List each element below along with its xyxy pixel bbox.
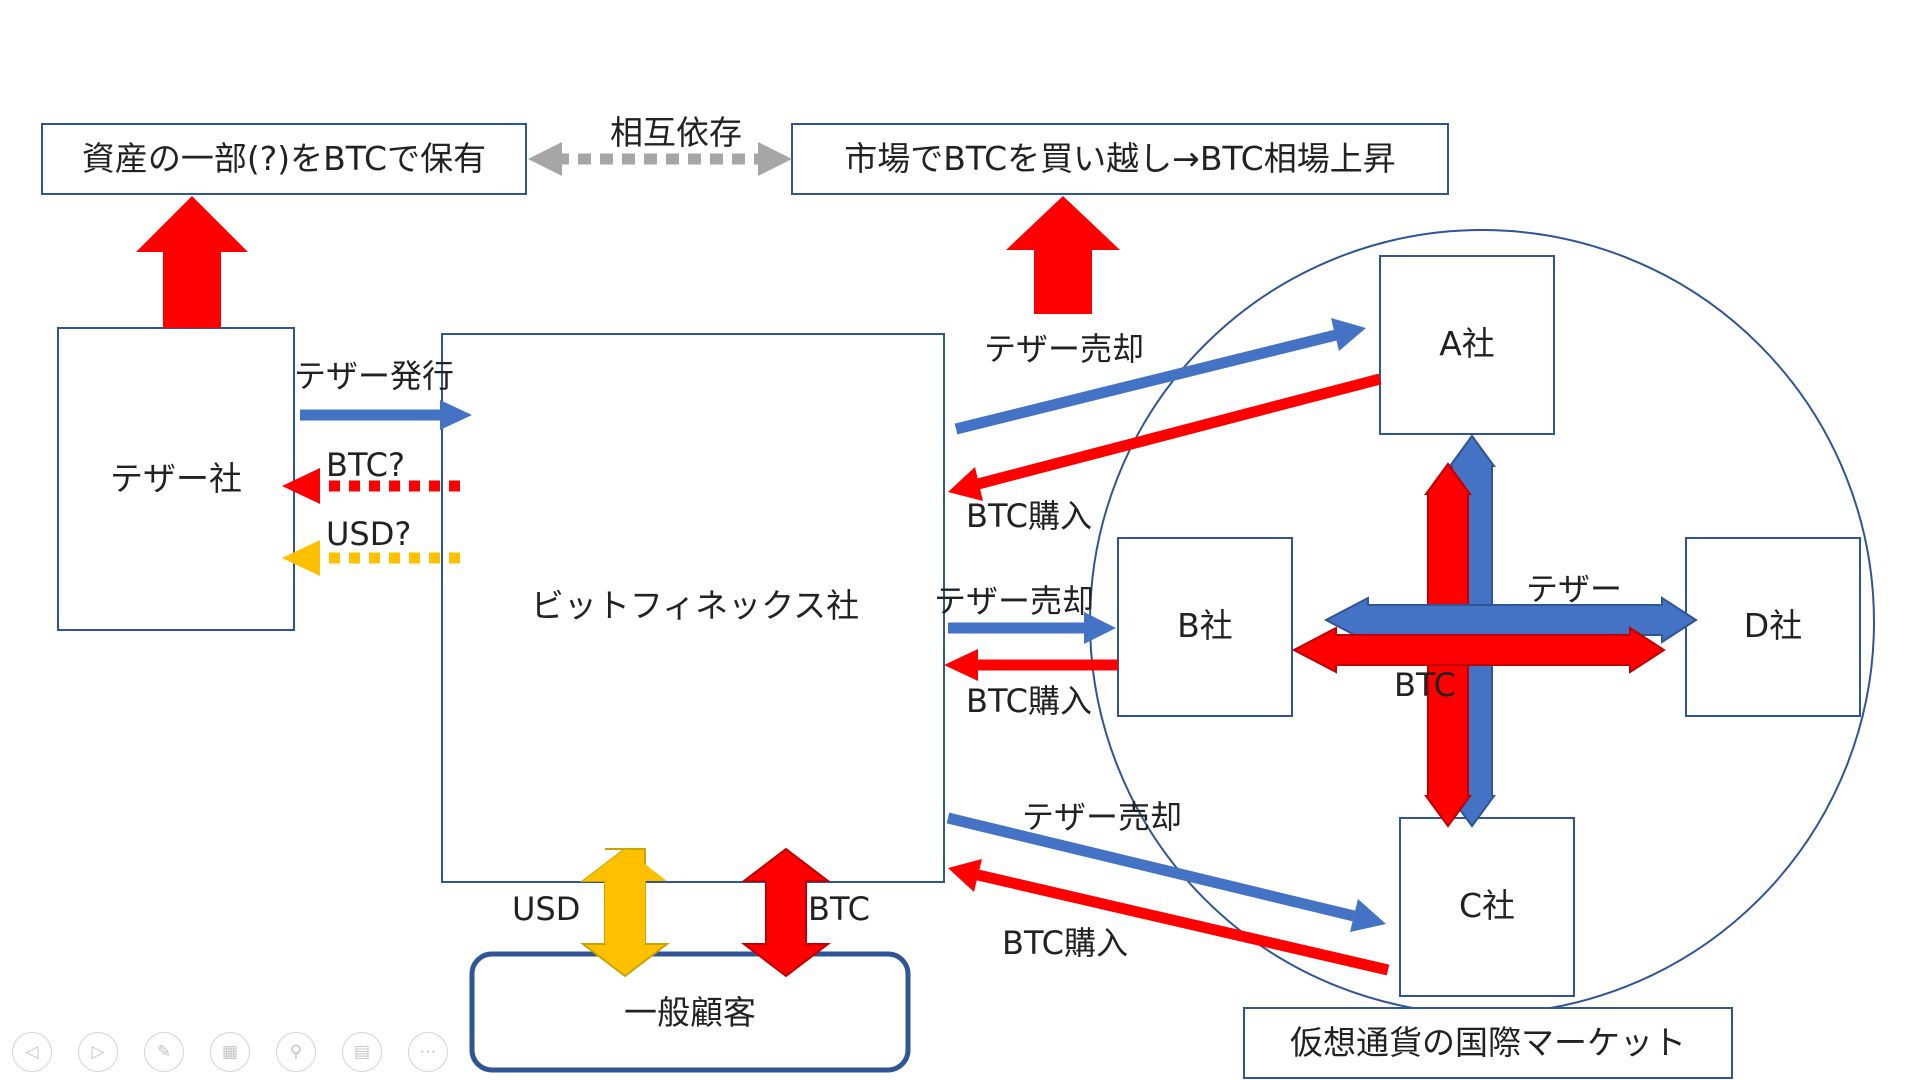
btc-buy-c-arrowhead: [948, 859, 982, 892]
usd-question-arrowhead: [282, 540, 320, 576]
general-customers-box: [469, 951, 911, 1073]
btc-horizontal-double-arrow: [1291, 626, 1666, 674]
btc-question-arrowhead: [282, 468, 320, 504]
usd-customer-arrow-top: [583, 849, 667, 944]
tether-to-asset-up-arrow: [136, 196, 248, 328]
tether-sale-c-arrowhead: [1350, 899, 1386, 932]
asset-holding-label: 資産の一部(?)をBTCで保有: [82, 139, 486, 178]
company-a-label: A社: [1439, 324, 1495, 363]
btc-buy-b-label: BTC購入: [966, 682, 1092, 720]
zoom-icon[interactable]: ⚲: [276, 1032, 316, 1072]
slides-grid-icon[interactable]: ▦: [210, 1032, 250, 1072]
company-d-label: D社: [1744, 606, 1802, 645]
btc-buy-b-arrowhead: [944, 649, 978, 681]
tether-issue-label: テザー発行: [294, 357, 454, 395]
company-c-label: C社: [1459, 886, 1515, 925]
subtitles-icon[interactable]: ▤: [342, 1032, 382, 1072]
previous-icon[interactable]: ◁: [12, 1032, 52, 1072]
tether-sale-b-label: テザー売却: [934, 582, 1094, 620]
company-a-box: [1379, 255, 1555, 435]
usd-customer-label: USD: [512, 890, 580, 928]
btc-customer-double-arrow: [741, 847, 831, 978]
market-buy-label: 市場でBTCを買い越し→BTC相場上昇: [844, 139, 1395, 178]
tether-sale-c-label: テザー売却: [1022, 798, 1182, 836]
market-buy-box: [791, 123, 1449, 195]
mutual-dependence-left-arrowhead: [528, 142, 562, 176]
btc-cross-label: BTC: [1394, 666, 1456, 704]
company-c-box: [1399, 817, 1575, 997]
next-icon[interactable]: ▷: [78, 1032, 118, 1072]
btc-customer-label: BTC: [808, 890, 870, 928]
tether-horizontal-double-arrow: [1323, 596, 1698, 644]
international-market-label: 仮想通貨の国際マーケット: [1290, 1023, 1686, 1062]
tether-sale-a-label: テザー売却: [984, 330, 1144, 368]
international-market-box: [1243, 1007, 1733, 1079]
btc-buy-a-arrowhead: [948, 467, 983, 501]
mutual-dependence-label: 相互依存: [610, 113, 742, 152]
btc-buy-c-arrow-shaft: [976, 869, 1390, 976]
company-b-label: B社: [1177, 606, 1233, 645]
tether-sale-c-arrow-shaft: [946, 812, 1356, 922]
btc-buy-a-label: BTC購入: [966, 497, 1092, 535]
more-options-icon[interactable]: ⋯: [408, 1032, 448, 1072]
btc-question-label: BTC?: [326, 446, 405, 484]
usd-question-label: USD?: [326, 515, 411, 553]
bitfinex-box: [441, 333, 945, 883]
asset-holding-box: [41, 123, 527, 195]
tether-sale-a-arrowhead: [1331, 318, 1366, 351]
company-b-box: [1117, 537, 1293, 717]
btc-buy-c-label: BTC購入: [1002, 924, 1128, 962]
tether-cross-label: テザー: [1526, 570, 1622, 608]
tether-sale-b-arrowhead: [1084, 612, 1116, 644]
pen-icon[interactable]: ✎: [144, 1032, 184, 1072]
tether-sale-a-arrow-shaft: [954, 329, 1338, 435]
mutual-dependence-right-arrowhead: [758, 142, 792, 176]
market-buy-up-arrow: [1006, 196, 1120, 314]
tether-issue-arrowhead: [440, 400, 472, 430]
tether-company-label: テザー社: [110, 459, 242, 498]
btc-buy-a-arrow-shaft: [976, 373, 1382, 490]
general-customers-label: 一般顧客: [624, 993, 756, 1032]
bitfinex-label: ビットフィネックス社: [531, 586, 859, 625]
